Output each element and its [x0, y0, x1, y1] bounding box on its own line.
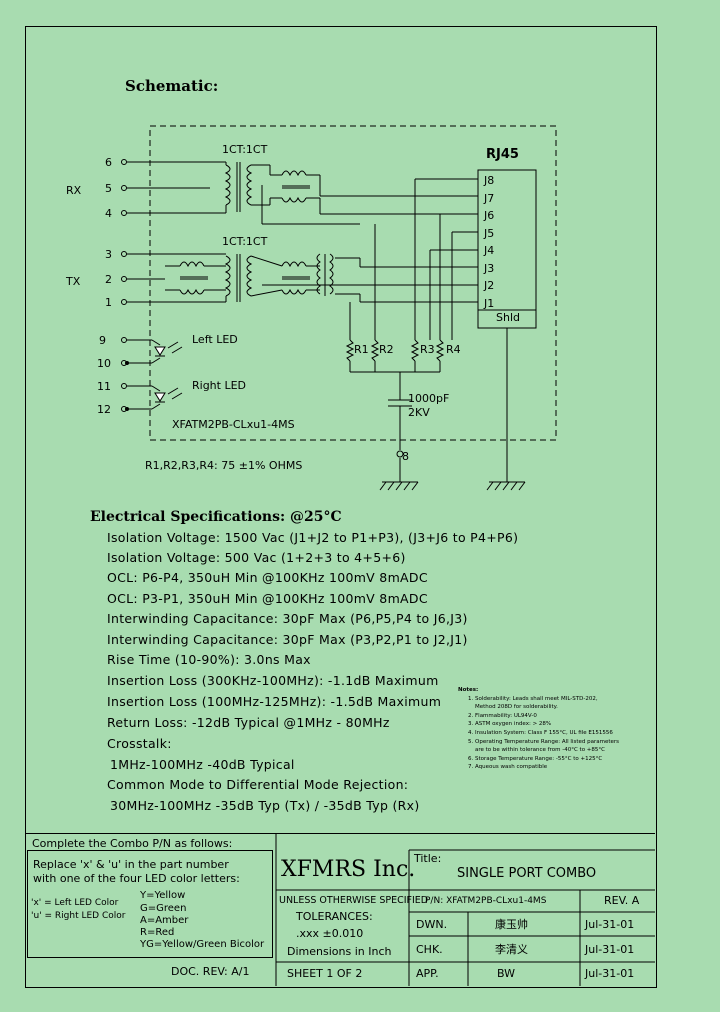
combo-line2: with one of the four LED color letters:: [33, 872, 240, 885]
rx-ratio: 1CT:1CT: [222, 143, 268, 156]
jack-label: J5: [483, 227, 494, 240]
resistor-label: R1: [354, 343, 369, 356]
x-label: 'x' = Left LED Color: [31, 898, 119, 908]
notes-heading: Notes:: [458, 687, 479, 693]
combo-title: Complete the Combo P/N as follows:: [32, 837, 233, 850]
pin-number: 9: [99, 334, 106, 347]
tx-ratio: 1CT:1CT: [222, 235, 268, 248]
ground-pin: 8: [402, 450, 409, 463]
color-code: R=Red: [140, 927, 175, 938]
rj45-title: RJ45: [486, 147, 519, 162]
color-code: Y=Yellow: [140, 890, 186, 901]
part-number: P/N: XFATM2PB-CLxu1-4MS: [425, 896, 547, 906]
spec-line: OCL: P6-P4, 350uH Min @100KHz 100mV 8mAD…: [107, 570, 428, 585]
spec-line: Crosstalk:: [107, 736, 172, 751]
unless-specified: UNLESS OTHERWISE SPECIFIED: [279, 895, 429, 906]
jack-label: J3: [483, 262, 494, 275]
part-label: XFATM2PB-CLxu1-4MS: [172, 418, 295, 431]
cap-value: 1000pF: [408, 392, 449, 405]
spec-line: Insertion Loss (100MHz-125MHz): -1.5dB M…: [107, 694, 442, 709]
app-date: Jul-31-01: [585, 967, 635, 980]
resistor-note: R1,R2,R3,R4: 75 ±1% OHMS: [145, 459, 302, 472]
spec-line: Isolation Voltage: 500 Vac (1+2+3 to 4+5…: [107, 550, 406, 565]
color-code: YG=Yellow/Green Bicolor: [140, 939, 265, 950]
note-line: Method 208D for solderability.: [468, 704, 558, 711]
left-led-label: Left LED: [192, 333, 238, 346]
app-label: APP.: [416, 967, 439, 980]
resistor-label: R3: [420, 343, 435, 356]
dwn-name: 康玉帅: [495, 918, 528, 931]
pin-number: 6: [105, 156, 112, 169]
jack-label: J8: [483, 174, 494, 187]
app-name: BW: [497, 967, 516, 980]
spec-line: Rise Time (10-90%): 3.0ns Max: [107, 652, 311, 667]
drawing-title: SINGLE PORT COMBO: [457, 866, 597, 881]
spec-line: Isolation Voltage: 1500 Vac (J1+J2 to P1…: [107, 530, 519, 545]
jack-label: J2: [483, 279, 494, 292]
right-led-label: Right LED: [192, 379, 246, 392]
dwn-label: DWN.: [416, 918, 448, 931]
spec-line: Insertion Loss (300KHz-100MHz): -1.1dB M…: [107, 673, 439, 688]
jack-label: J6: [483, 209, 494, 222]
pin-number: 4: [105, 207, 112, 220]
combo-box: [27, 850, 273, 958]
combo-line1: Replace 'x' & 'u' in the part number: [33, 858, 229, 871]
company-name: XFMRS Inc.: [281, 857, 416, 882]
schematic-diagram: RJ45 J8 J7 J6 J5 J4 J3 J2 J1 Shld RX TX …: [65, 125, 557, 491]
tolerances: TOLERANCES:: [296, 910, 373, 923]
sheet-number: SHEET 1 OF 2: [287, 967, 363, 980]
schematic-heading: Schematic:: [125, 77, 219, 95]
electrical-heading: Electrical Specifications: @25°C: [90, 509, 342, 525]
note-line: 7. Aqueous wash compatible: [468, 764, 548, 771]
color-code: A=Amber: [140, 915, 189, 926]
spec-line: Return Loss: -12dB Typical @1MHz - 80MHz: [107, 715, 390, 730]
note-line: 6. Storage Temperature Range: -55°C to +…: [468, 755, 603, 762]
color-code: G=Green: [140, 903, 187, 914]
jack-label: J1: [483, 297, 494, 310]
notes-block: Notes: 1. Solderability: Leads shall mee…: [458, 686, 619, 772]
chk-label: CHK.: [416, 943, 443, 956]
doc-rev: DOC. REV: A/1: [171, 965, 250, 978]
spec-line: Interwinding Capacitance: 30pF Max (P3,P…: [107, 632, 468, 647]
note-line: 3. ASTM oxygen index: > 28%: [468, 721, 552, 728]
pin-number: 1: [105, 296, 112, 309]
drawing-border: [25, 26, 657, 988]
chk-date: Jul-31-01: [585, 943, 635, 956]
u-label: 'u' = Right LED Color: [31, 911, 126, 921]
pin-number: 11: [97, 380, 111, 393]
spec-line: OCL: P3-P1, 350uH Min @100KHz 100mV 8mAD…: [107, 591, 428, 606]
pin-number: 3: [105, 248, 112, 261]
separator: [25, 833, 655, 834]
dwn-date: Jul-31-01: [585, 918, 635, 931]
resistor-label: R2: [379, 343, 394, 356]
pin-number: 2: [105, 273, 112, 286]
spec-line: Interwinding Capacitance: 30pF Max (P6,P…: [107, 611, 468, 626]
jack-label: J7: [483, 192, 494, 205]
shield-label: Shld: [496, 311, 520, 324]
component-outline: [149, 125, 557, 441]
note-line: 2. Flammability: UL94V-0: [468, 712, 537, 719]
spec-line: 1MHz-100MHz -40dB Typical: [110, 757, 295, 772]
rx-label: RX: [66, 184, 82, 197]
chk-name: 李清义: [495, 943, 528, 956]
cap-voltage: 2KV: [408, 406, 430, 419]
pin-number: 12: [97, 403, 111, 416]
tx-label: TX: [65, 275, 81, 288]
pin-number: 10: [97, 357, 111, 370]
note-line: 5. Operating Temperature Range: All list…: [468, 738, 620, 745]
note-line: are to be within tolerance from -40°C to…: [468, 747, 606, 754]
tolerance-value: .xxx ±0.010: [296, 927, 364, 940]
resistor-label: R4: [446, 343, 461, 356]
spec-line: 30MHz-100MHz -35dB Typ (Tx) / -35dB Typ …: [110, 798, 420, 813]
revision: REV. A: [604, 894, 640, 907]
pin-number: 5: [105, 182, 112, 195]
spec-line: Common Mode to Differential Mode Rejecti…: [107, 777, 409, 792]
note-line: 1. Solderability: Leads shall meet MIL-S…: [468, 695, 598, 702]
dimensions: Dimensions in Inch: [287, 945, 392, 958]
jack-label: J4: [483, 244, 494, 257]
title-label: Title:: [414, 852, 442, 865]
note-line: 4. Insulation System: Class F 155°C, UL …: [468, 729, 613, 736]
